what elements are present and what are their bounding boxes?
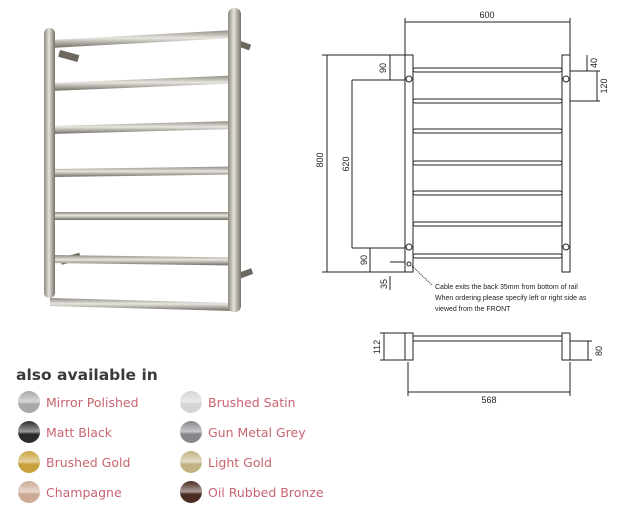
finish-option[interactable]: Oil Rubbed Bronze bbox=[180, 481, 324, 503]
finish-option[interactable]: Light Gold bbox=[180, 451, 272, 473]
finish-label: Oil Rubbed Bronze bbox=[208, 484, 324, 500]
cable-note-2: When ordering please specify left or rig… bbox=[435, 295, 587, 302]
cable-note-1: Cable exits the back 35mm from bottom of… bbox=[435, 284, 578, 291]
cable-note-3: viewed from the FRONT bbox=[435, 306, 511, 313]
finish-label: Matt Black bbox=[46, 424, 113, 440]
finish-option[interactable]: Matt Black bbox=[18, 421, 112, 443]
photo-rail bbox=[50, 30, 234, 48]
finish-swatch-icon bbox=[18, 391, 40, 413]
photo-rail bbox=[50, 212, 234, 220]
dim-bottom-offset: 90 bbox=[359, 255, 369, 265]
finish-label: Mirror Polished bbox=[46, 394, 139, 410]
drawing-rail bbox=[412, 190, 563, 196]
dim-rail-top: 40 bbox=[589, 58, 599, 68]
finish-swatch-icon bbox=[180, 481, 202, 503]
front-view-drawing bbox=[322, 18, 600, 290]
finish-swatch-icon bbox=[18, 451, 40, 473]
dim-wall-depth: 80 bbox=[594, 346, 604, 356]
dim-depth: 112 bbox=[372, 340, 382, 354]
dim-cable: 35 bbox=[379, 279, 389, 289]
drawing-rail bbox=[412, 98, 563, 104]
finish-label: Brushed Gold bbox=[46, 454, 131, 470]
drawing-rail bbox=[412, 160, 563, 166]
finish-label: Light Gold bbox=[208, 454, 272, 470]
finish-option[interactable]: Gun Metal Grey bbox=[180, 421, 306, 443]
finish-label: Brushed Satin bbox=[208, 394, 296, 410]
finish-swatch-icon bbox=[180, 421, 202, 443]
finish-option[interactable]: Mirror Polished bbox=[18, 391, 139, 413]
finishes-heading: also available in bbox=[16, 366, 158, 384]
side-view-drawing bbox=[380, 332, 592, 396]
dim-rail-spacing: 120 bbox=[599, 78, 609, 93]
drawing-rail bbox=[412, 128, 563, 134]
finish-label: Champagne bbox=[46, 484, 122, 500]
finish-option[interactable]: Brushed Gold bbox=[18, 451, 130, 473]
drawing-rail bbox=[412, 221, 563, 227]
photo-rail bbox=[50, 298, 234, 311]
photo-rail bbox=[50, 121, 234, 134]
dim-top-offset: 90 bbox=[378, 63, 388, 73]
photo-rail bbox=[50, 166, 234, 177]
finish-swatch-icon bbox=[180, 391, 202, 413]
dim-height: 800 bbox=[315, 152, 325, 167]
product-photo bbox=[44, 8, 254, 312]
finish-swatch-icon bbox=[18, 421, 40, 443]
finish-option[interactable]: Champagne bbox=[18, 481, 122, 503]
dim-fixing-centres: 620 bbox=[341, 156, 351, 171]
finish-swatch-icon bbox=[18, 481, 40, 503]
drawing-rail bbox=[412, 67, 563, 73]
finish-swatch-icon bbox=[180, 451, 202, 473]
finish-option[interactable]: Brushed Satin bbox=[180, 391, 296, 413]
photo-rail bbox=[50, 255, 234, 266]
dim-side-width: 568 bbox=[481, 395, 496, 405]
finish-label: Gun Metal Grey bbox=[208, 424, 306, 440]
dim-width: 600 bbox=[479, 10, 494, 20]
photo-rail bbox=[50, 75, 234, 91]
drawing-rail bbox=[412, 253, 563, 259]
